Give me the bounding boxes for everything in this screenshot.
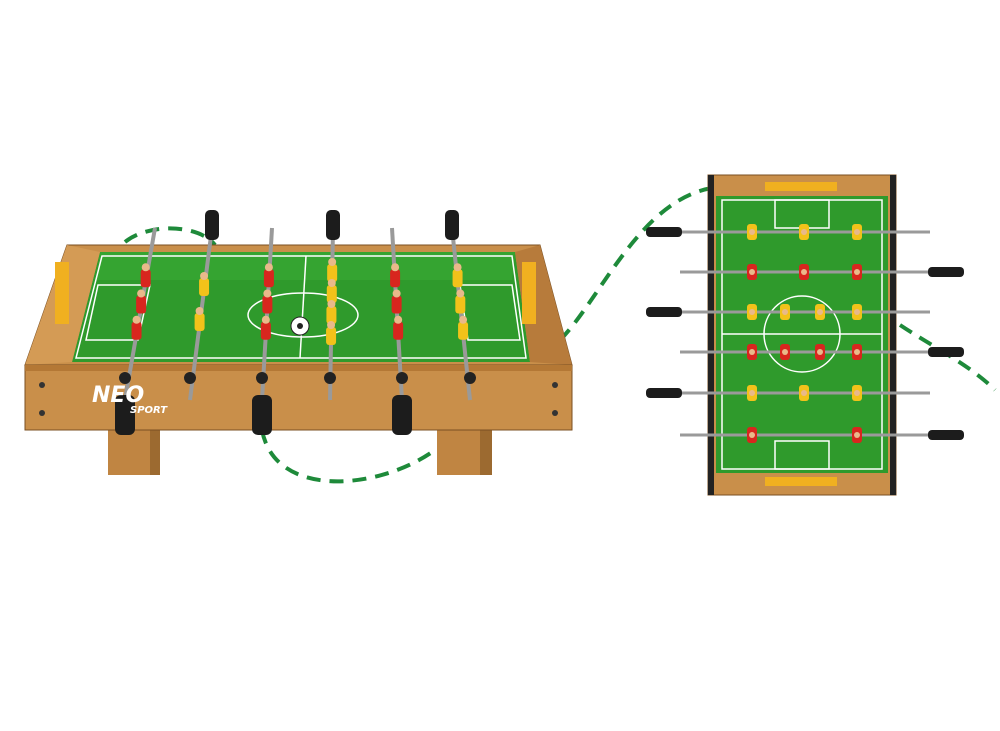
svg-text:NEO: NEO (92, 383, 144, 408)
field-lines (75, 255, 527, 359)
rod[interactable] (680, 264, 964, 280)
rod-handle[interactable] (205, 210, 219, 240)
player-figure (199, 278, 210, 296)
player-figure (131, 321, 142, 340)
rod[interactable] (646, 385, 930, 401)
player-figure (136, 295, 147, 314)
rod[interactable] (445, 210, 476, 401)
player-figure (262, 295, 273, 314)
player-figure (391, 295, 402, 314)
rod[interactable] (680, 427, 964, 443)
player-figure (194, 313, 205, 331)
rod[interactable] (390, 227, 412, 435)
rod-handle[interactable] (252, 395, 272, 435)
neo-sport-logo: NEO SPORT (92, 383, 168, 416)
rod-handle[interactable] (392, 395, 412, 435)
rod[interactable] (324, 210, 340, 401)
score-counter (765, 477, 837, 486)
rod-handle[interactable] (928, 430, 964, 440)
rod[interactable] (646, 304, 930, 320)
rod[interactable] (646, 224, 930, 240)
rod-handle[interactable] (928, 347, 964, 357)
field-lines (721, 199, 883, 470)
rod-handle[interactable] (646, 307, 682, 317)
rod[interactable] (680, 344, 964, 360)
player-figure (393, 321, 404, 340)
score-counter (55, 262, 69, 324)
table-perspective-view: NEO SPORT (24, 210, 573, 475)
player-figure (452, 269, 463, 288)
svg-text:SPORT: SPORT (130, 405, 168, 416)
player-figure (327, 264, 338, 282)
player-figure (260, 321, 271, 340)
score-counter (522, 262, 536, 324)
player-rods (646, 224, 964, 443)
rod[interactable] (184, 210, 219, 401)
player-figure (458, 321, 469, 340)
player-rods (115, 210, 476, 435)
rod-handle[interactable] (928, 267, 964, 277)
player-figure (140, 269, 151, 288)
player-figure (390, 269, 401, 288)
rod-handle[interactable] (646, 388, 682, 398)
table-top-view (646, 174, 964, 496)
rod-handle[interactable] (445, 210, 459, 240)
rod[interactable] (252, 227, 274, 435)
player-figure (455, 295, 466, 314)
player-figure (326, 327, 337, 345)
rod-handle[interactable] (115, 395, 135, 435)
rod-handle[interactable] (326, 210, 340, 240)
score-counter (765, 182, 837, 191)
player-figure (326, 285, 337, 303)
rod-handle[interactable] (646, 227, 682, 237)
player-figure (326, 306, 337, 324)
rod[interactable] (115, 227, 157, 435)
player-figure (263, 269, 274, 288)
